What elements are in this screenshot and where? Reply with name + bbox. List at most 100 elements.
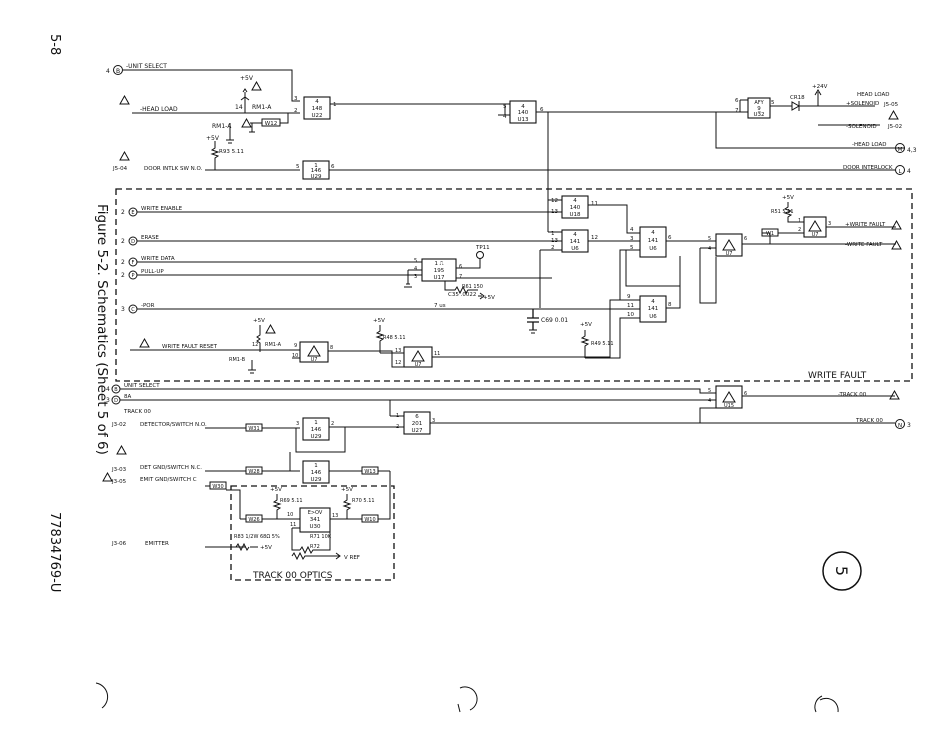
svg-text:AFY: AFY [754, 100, 764, 106]
svg-text:6: 6 [744, 391, 747, 397]
svg-text:4: 4 [414, 266, 417, 272]
svg-text:12: 12 [551, 198, 558, 204]
svg-text:7 us: 7 us [434, 303, 446, 309]
svg-text:RM1-A: RM1-A [212, 123, 232, 130]
svg-text:+5V: +5V [240, 75, 254, 82]
svg-text:3: 3 [432, 418, 435, 424]
svg-text:+SOLENOID: +SOLENOID [846, 101, 879, 107]
svg-text:+5V: +5V [270, 487, 282, 493]
svg-text:R69 5.11: R69 5.11 [280, 498, 303, 504]
svg-text:8A: 8A [124, 394, 131, 400]
svg-text:12: 12 [395, 360, 401, 366]
svg-text:R72: R72 [310, 544, 320, 550]
svg-text:1: 1 [314, 420, 318, 426]
svg-text:TRACK 00: TRACK 00 [123, 409, 151, 415]
svg-text:2: 2 [798, 227, 801, 233]
svg-text:TRACK 00: TRACK 00 [855, 418, 883, 424]
svg-text:1: 1 [551, 231, 555, 237]
svg-text:13: 13 [395, 348, 401, 354]
rm1-write-fault-reset: +5V RM1-A 12 RM1-B [229, 318, 282, 374]
svg-text:U18: U18 [569, 212, 581, 218]
svg-text:4: 4 [708, 246, 711, 252]
svg-text:W28: W28 [248, 469, 259, 475]
svg-text:W31: W31 [248, 426, 259, 432]
svg-text:V REF: V REF [344, 555, 360, 561]
svg-text:201: 201 [412, 421, 423, 427]
svg-text:+24V: +24V [812, 84, 828, 90]
emit-gnd: J3-05 EMIT GND/SWITCH C W30 [102, 471, 227, 490]
svg-text:4: 4 [708, 398, 711, 404]
svg-text:R61 150: R61 150 [462, 284, 483, 290]
svg-text:U27: U27 [411, 428, 423, 434]
svg-text:4: 4 [651, 299, 655, 305]
svg-text:CR18: CR18 [790, 95, 805, 101]
svg-text:13: 13 [332, 513, 338, 519]
svg-text:WRITE FAULT RESET: WRITE FAULT RESET [162, 344, 218, 350]
svg-text:F: F [132, 260, 135, 266]
pin-number: 4 [106, 68, 110, 75]
svg-text:U29: U29 [310, 477, 322, 483]
svg-text:141: 141 [648, 238, 659, 244]
svg-text:3: 3 [106, 397, 110, 404]
svg-text:+5V: +5V [580, 322, 592, 328]
svg-text:4: 4 [630, 227, 634, 233]
svg-text:9̲: 9̲ [757, 106, 761, 112]
resistor-r49: +5V R49 5.11 [580, 317, 630, 359]
figure-caption: Figure 5-2. Schematics (Sheet 5 of 6) [94, 204, 110, 455]
svg-text:J3-06: J3-06 [111, 541, 127, 547]
svg-text:DETECTOR/SWITCH N.O.: DETECTOR/SWITCH N.O. [140, 422, 207, 428]
svg-text:6: 6 [540, 107, 544, 113]
unit-select-mid-input: 4 B UNIT SELECT [106, 383, 716, 394]
svg-text:341: 341 [310, 517, 321, 523]
unit-select-label: -UNIT SELECT [126, 63, 167, 70]
svg-text:-WRITE FAULT: -WRITE FAULT [845, 242, 883, 248]
svg-text:2: 2 [331, 421, 334, 427]
pull-up-input: 2 P PULL-UP [121, 269, 420, 280]
track00-detector: TRACK 00 J3-02 DETECTOR/SWITCH N.O. W31 … [111, 409, 346, 453]
sheet-number-badge: 5 [822, 551, 862, 591]
resistor-r48: +5V R48 5.11 [373, 318, 406, 353]
svg-text:9: 9 [627, 294, 631, 300]
svg-text:3: 3 [907, 422, 911, 429]
svg-text:W13: W13 [364, 469, 375, 475]
sig-8a-input: 3 D 8A [106, 394, 716, 405]
svg-text:10: 10 [292, 353, 298, 359]
svg-text:2: 2 [294, 108, 298, 114]
gate-u7-a: U7 9 10 8 [290, 341, 400, 368]
capacitor-c69: C69 0.01 [527, 309, 568, 334]
svg-text:U7: U7 [812, 232, 819, 238]
svg-text:DOOR INTERLOCK: DOOR INTERLOCK [843, 165, 893, 171]
gate-u27: 6 201 U27 1 2 3 TRACK 00 N 3 [345, 400, 911, 435]
svg-text:R48 5.11: R48 5.11 [383, 335, 406, 341]
svg-text:2: 2 [551, 245, 555, 251]
svg-text:W10: W10 [364, 517, 375, 523]
svg-text:RM1-B: RM1-B [229, 357, 246, 363]
svg-text:R49 5.11: R49 5.11 [591, 341, 614, 347]
svg-text:1: 1 [798, 218, 801, 224]
svg-text:PULL-UP: PULL-UP [141, 269, 164, 275]
svg-text:5: 5 [296, 164, 300, 170]
svg-text:J5-02: J5-02 [887, 124, 902, 130]
svg-text:R70 5.11: R70 5.11 [352, 498, 375, 504]
svg-text:7: 7 [459, 274, 462, 280]
gate-u6-a: 4 141 U6 1 13 2 12 [539, 229, 636, 308]
svg-text:D: D [131, 239, 135, 245]
svg-text:U6: U6 [571, 246, 579, 252]
svg-text:+5V: +5V [373, 318, 385, 324]
svg-text:5: 5 [708, 236, 711, 242]
svg-text:WRITE DATA: WRITE DATA [141, 256, 175, 262]
door-interlock: J5-04 DOOR INTLK SW N.O. 1 146 U29 5 6 D… [112, 150, 911, 180]
svg-text:L: L [898, 169, 902, 175]
svg-text:P: P [131, 273, 134, 279]
svg-text:5: 5 [414, 258, 417, 264]
svg-text:+5V: +5V [483, 295, 495, 301]
binder-hole-mark [95, 682, 109, 709]
svg-text:2: 2 [121, 272, 125, 279]
svg-text:+5V: +5V [206, 135, 220, 142]
svg-text:HEAD LOAD: HEAD LOAD [857, 92, 889, 98]
svg-text:U6: U6 [649, 246, 657, 252]
svg-text:146: 146 [311, 168, 322, 174]
svg-text:6: 6 [744, 236, 747, 242]
gate-u7-d: +5V R51 5.11 U7 1 2 3 +WRITE FAULT -WRIT… [771, 195, 902, 250]
